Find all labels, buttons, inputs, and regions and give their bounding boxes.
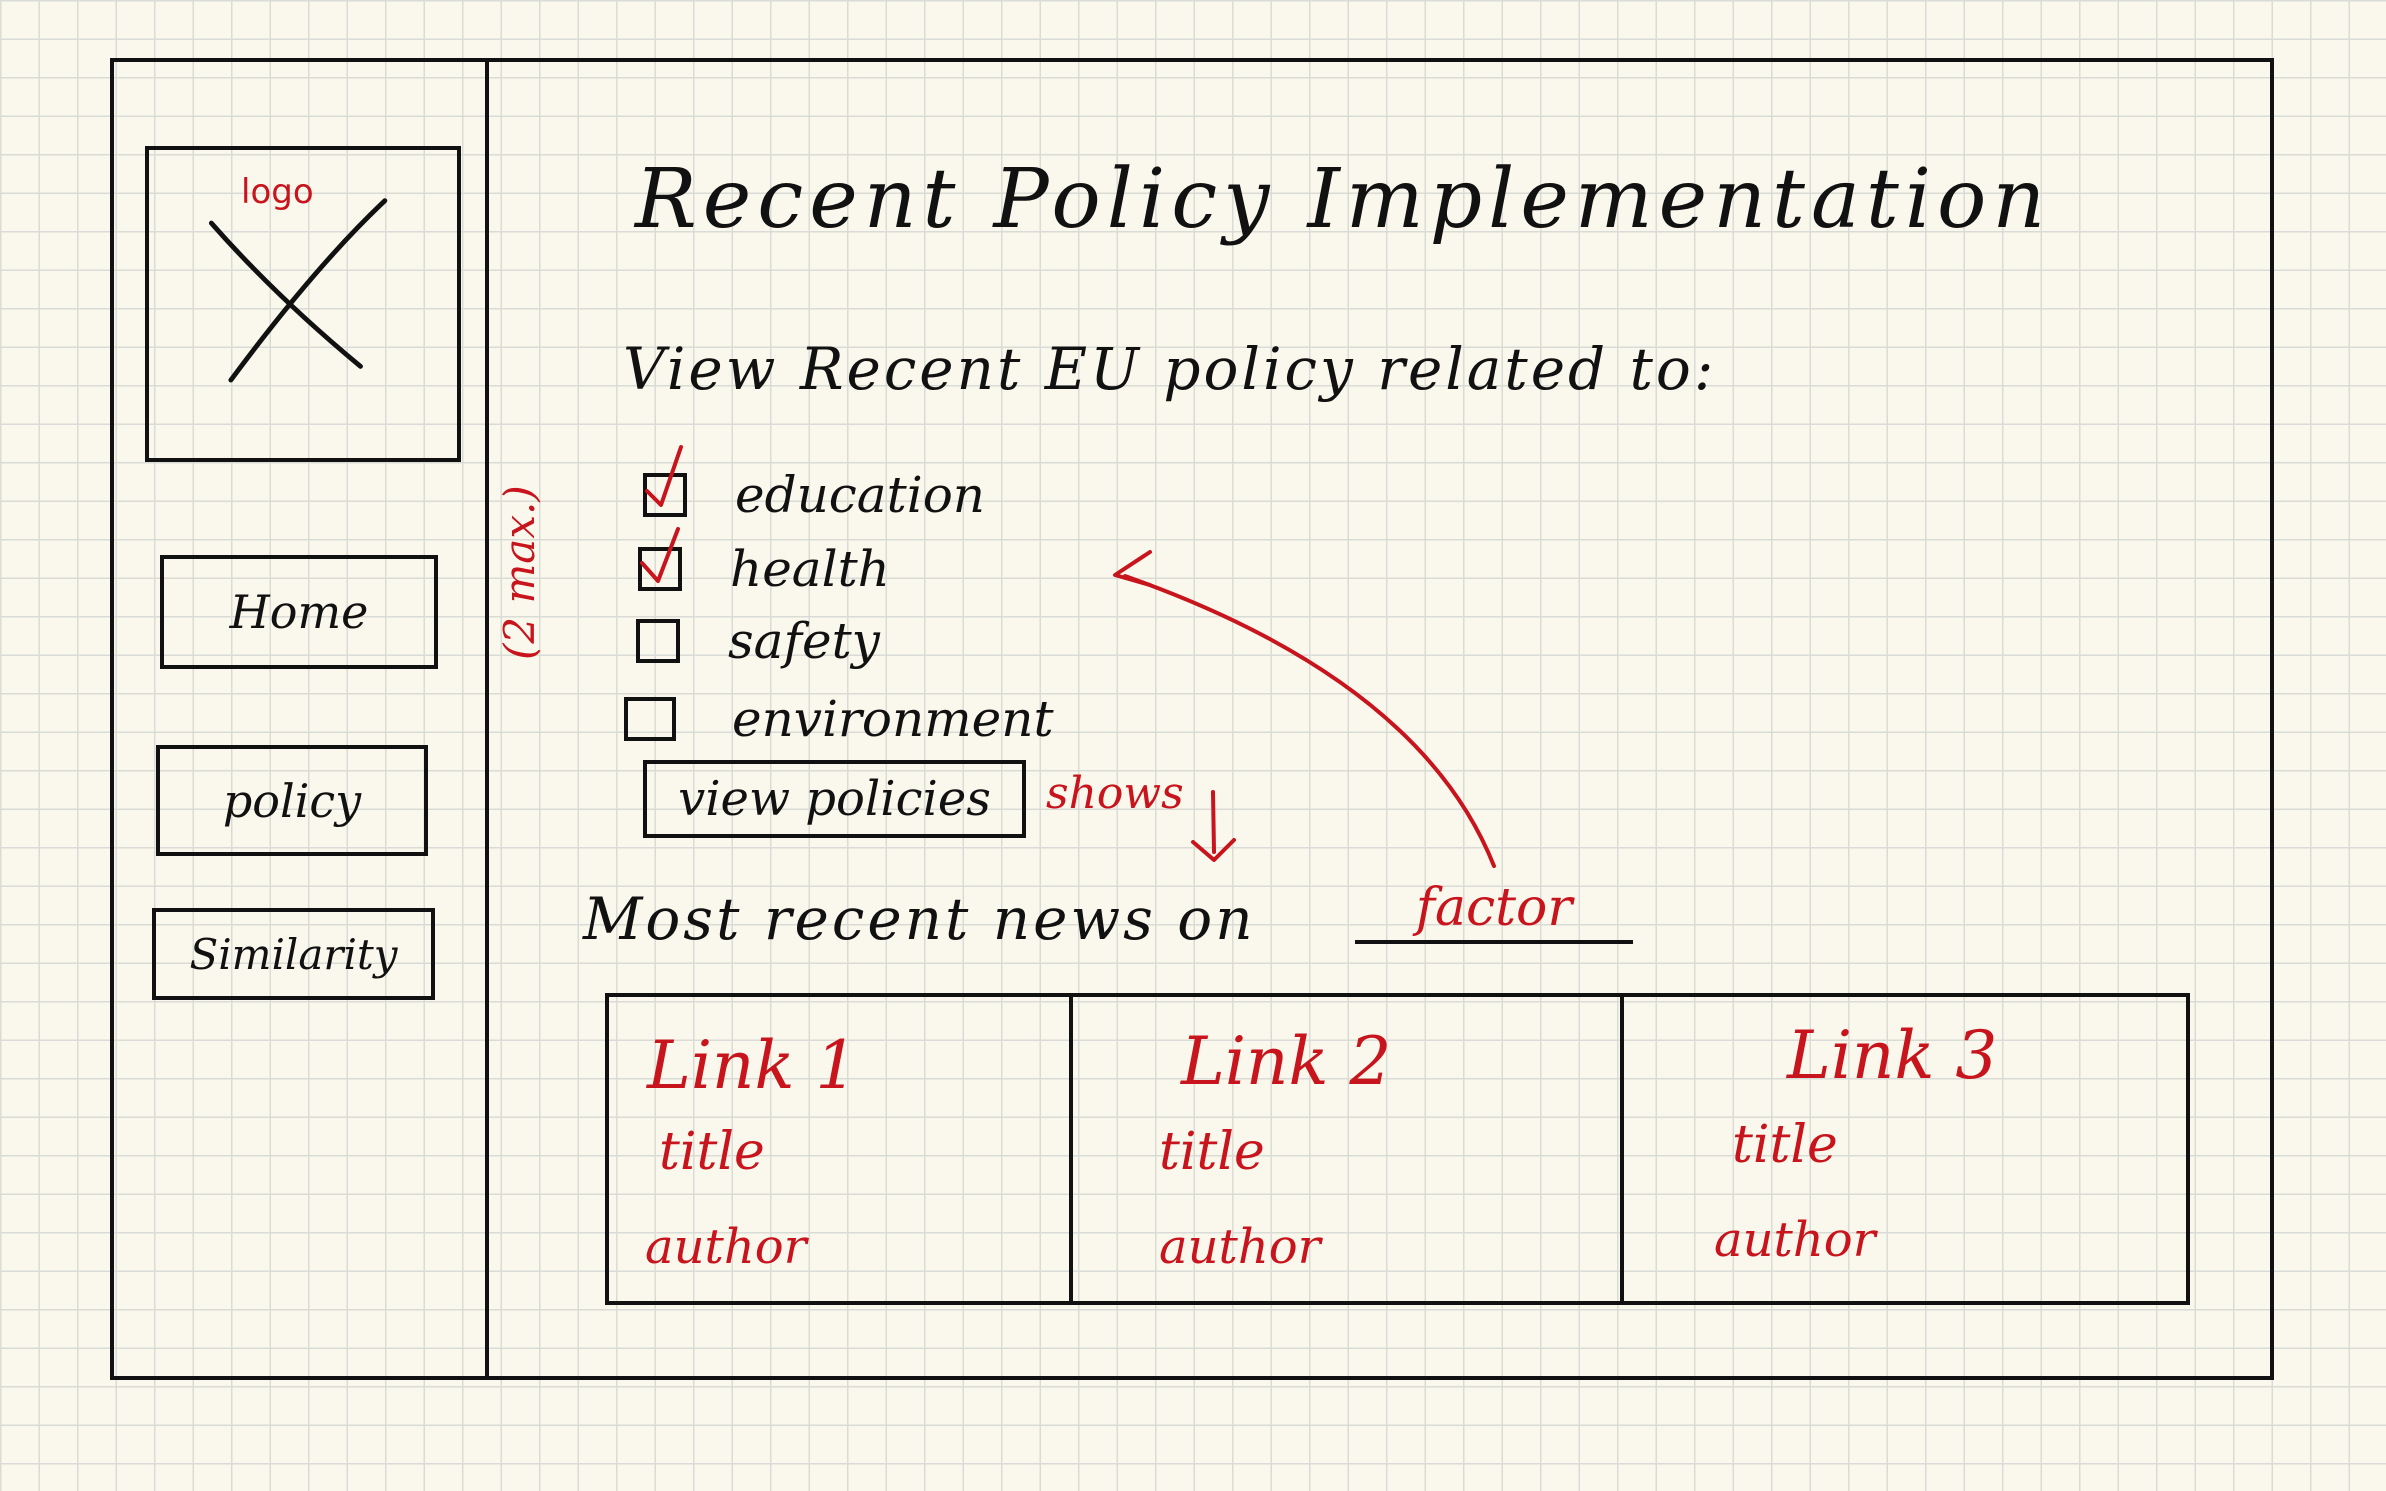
- logo-cross-icon: [208, 198, 388, 383]
- checkbox-box[interactable]: [624, 697, 676, 741]
- checkmark-icon: [645, 445, 683, 507]
- news-title: title: [1732, 1115, 1838, 1175]
- news-heading: Most recent news on: [583, 885, 1256, 953]
- topic-prompt: View Recent EU policy related to:: [623, 335, 1717, 403]
- page-title: Recent Policy Implementation: [635, 152, 2052, 247]
- sidebar-divider: [485, 58, 489, 1380]
- checkbox-box[interactable]: [643, 445, 687, 517]
- news-card[interactable]: Link 3 title author: [1620, 997, 2186, 1301]
- news-card[interactable]: Link 1 title author: [609, 997, 1069, 1301]
- checkbox-label: safety: [728, 612, 880, 670]
- news-card[interactable]: Link 2 title author: [1069, 997, 1620, 1301]
- factor-field: factor: [1355, 876, 1633, 944]
- checkbox-safety[interactable]: safety: [636, 612, 880, 670]
- news-table: Link 1 title author Link 2 title author …: [605, 993, 2190, 1305]
- nav-policy-button[interactable]: policy: [156, 745, 428, 856]
- checkbox-box[interactable]: [638, 527, 682, 591]
- news-author: author: [645, 1219, 807, 1275]
- nav-similarity-button[interactable]: Similarity: [152, 908, 435, 1000]
- view-policies-button[interactable]: view policies: [643, 760, 1026, 838]
- nav-home-button[interactable]: Home: [160, 555, 438, 669]
- checkbox-education[interactable]: education: [643, 445, 985, 524]
- checkbox-box[interactable]: [636, 619, 680, 663]
- shows-annotation: shows: [1046, 768, 1184, 819]
- checkbox-label: health: [730, 540, 890, 598]
- news-title: title: [1159, 1122, 1265, 1182]
- checkbox-environment[interactable]: environment: [624, 690, 1054, 748]
- news-link[interactable]: Link 2: [1181, 1023, 1392, 1100]
- news-author: author: [1714, 1212, 1876, 1268]
- news-link[interactable]: Link 3: [1787, 1017, 1998, 1094]
- wireframe-frame: [110, 58, 2274, 1380]
- max-selection-note: (2 max.): [495, 485, 544, 660]
- news-link[interactable]: Link 1: [647, 1027, 858, 1104]
- logo-placeholder[interactable]: logo: [145, 146, 461, 462]
- news-title: title: [659, 1122, 765, 1182]
- checkbox-label: environment: [732, 690, 1054, 748]
- news-author: author: [1159, 1219, 1321, 1275]
- checkbox-label: education: [735, 466, 985, 524]
- checkmark-icon: [640, 527, 680, 583]
- checkbox-health[interactable]: health: [638, 527, 890, 598]
- logo-label: logo: [241, 172, 314, 212]
